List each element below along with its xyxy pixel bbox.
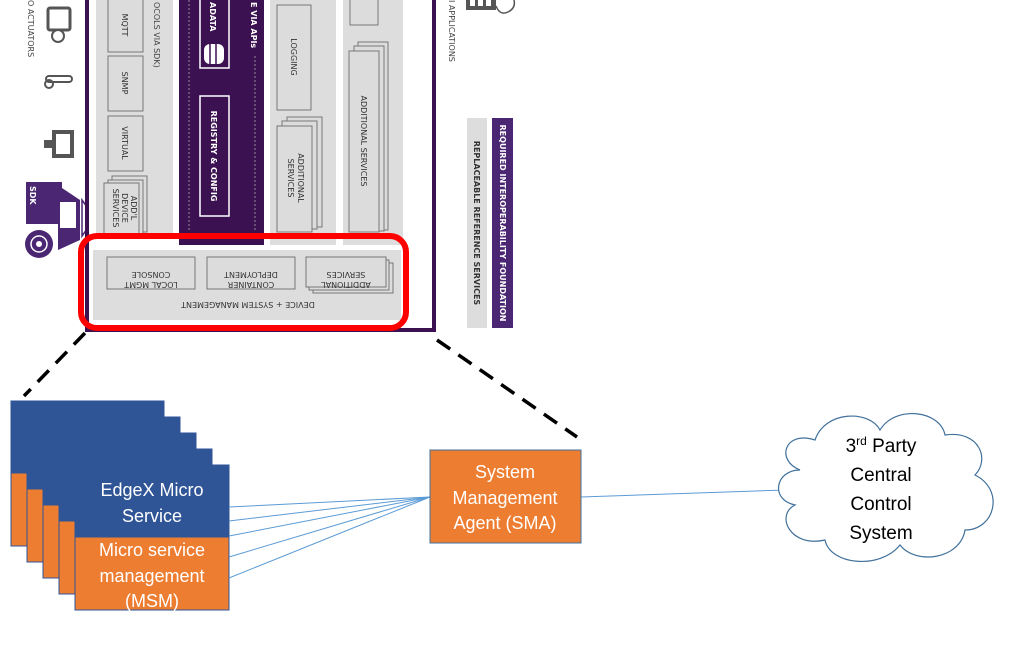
svg-text:ADDITIONAL SERVICES: ADDITIONAL SERVICES bbox=[359, 96, 368, 187]
svg-text:CONTAINER: CONTAINER bbox=[227, 280, 274, 289]
protocols-label: OCOLS VIA SDK) bbox=[152, 2, 161, 68]
svg-text:ADD'L: ADD'L bbox=[129, 196, 138, 221]
svg-text:(MSM): (MSM) bbox=[125, 591, 179, 611]
svg-text:DEPLOYMENT: DEPLOYMENT bbox=[224, 270, 278, 279]
highlight-box bbox=[78, 233, 409, 331]
addl-device-services-box[interactable]: ADD'L DEVICE SERVICES bbox=[103, 175, 148, 236]
additional-services-box-1[interactable]: ADDITIONAL SERVICES bbox=[276, 116, 323, 233]
svg-text:ADATA: ADATA bbox=[208, 2, 217, 32]
svg-text:REQUIRED INTEROPERABILITY FOUN: REQUIRED INTEROPERABILITY FOUNDATION bbox=[498, 125, 507, 322]
svg-text:SNMP: SNMP bbox=[120, 72, 129, 95]
zoom-line-left bbox=[22, 331, 87, 398]
logging-box[interactable]: LOGGING bbox=[276, 4, 312, 111]
svg-text:ADDITIONAL: ADDITIONAL bbox=[321, 280, 371, 289]
sdk-icon: SDK bbox=[25, 182, 96, 258]
svg-text:SERVICES: SERVICES bbox=[111, 189, 120, 228]
svg-text:ADDITIONAL: ADDITIONAL bbox=[296, 153, 305, 203]
svg-text:REGISTRY & CONFIG: REGISTRY & CONFIG bbox=[209, 111, 218, 202]
msm-label: Micro service bbox=[99, 540, 205, 560]
thermometer-icon bbox=[44, 75, 73, 89]
svg-text:LOCAL MGMT: LOCAL MGMT bbox=[124, 280, 178, 289]
svg-text:SERVICES: SERVICES bbox=[327, 270, 366, 279]
virtual-box[interactable]: VIRTUAL bbox=[107, 115, 144, 172]
local-mgmt-console-box[interactable]: LOCAL MGMT CONSOLE bbox=[106, 256, 196, 290]
svg-text:Service: Service bbox=[122, 506, 182, 526]
svg-text:CONSOLE: CONSOLE bbox=[132, 270, 171, 279]
additional-services-mgmt-box[interactable]: ADDITIONAL SERVICES bbox=[305, 256, 394, 294]
additional-services-box-2[interactable]: ADDITIONAL SERVICES bbox=[348, 41, 389, 233]
msm-sma-connectors bbox=[228, 489, 786, 579]
applications-label: I APPLICATIONS bbox=[447, 0, 456, 62]
svg-text:Control: Control bbox=[850, 494, 911, 515]
svg-text:System: System bbox=[849, 523, 912, 544]
database-icon bbox=[204, 44, 224, 64]
sensor-icon bbox=[46, 6, 72, 43]
container-deployment-box[interactable]: CONTAINER DEPLOYMENT bbox=[206, 256, 296, 290]
svg-text:DEVICE: DEVICE bbox=[120, 193, 129, 223]
legend-replaceable: REPLACEABLE REFERENCE SERVICES bbox=[467, 118, 487, 328]
export-box[interactable] bbox=[349, 0, 379, 26]
sdk-label: SDK bbox=[28, 186, 37, 205]
apis-label: E VIA APIs bbox=[249, 2, 258, 48]
svg-text:LOGGING: LOGGING bbox=[289, 38, 298, 75]
registry-config-box[interactable]: REGISTRY & CONFIG bbox=[199, 95, 230, 217]
metadata-box[interactable]: ADATA bbox=[199, 0, 230, 69]
svg-text:3rd Party: 3rd Party bbox=[846, 434, 917, 457]
sma-box[interactable]: System Management Agent (SMA) bbox=[429, 449, 582, 544]
svg-text:VIRTUAL: VIRTUAL bbox=[120, 126, 129, 160]
edgex-micro-service-label: EdgeX Micro bbox=[100, 480, 203, 500]
third-party-cloud[interactable]: 3rd Party Central Control System bbox=[777, 413, 994, 563]
svg-text:REPLACEABLE REFERENCE SERVICES: REPLACEABLE REFERENCE SERVICES bbox=[472, 141, 481, 306]
actuators-label: O ACTUATORS bbox=[26, 0, 35, 57]
sma-cloud-connector bbox=[580, 489, 786, 498]
svg-text:SERVICES: SERVICES bbox=[286, 159, 295, 198]
snmp-box[interactable]: SNMP bbox=[107, 55, 144, 112]
cloud-server-icon bbox=[466, 0, 516, 14]
monitor-icon bbox=[44, 130, 74, 158]
svg-text:management: management bbox=[99, 566, 204, 586]
svg-text:MQTT: MQTT bbox=[120, 14, 129, 37]
svg-text:Management: Management bbox=[452, 488, 557, 508]
zoom-line-right bbox=[436, 338, 578, 439]
svg-text:System: System bbox=[475, 462, 535, 482]
svg-text:Agent (SMA): Agent (SMA) bbox=[453, 513, 556, 533]
microservice-card[interactable]: EdgeX Micro Service Micro service manage… bbox=[74, 464, 230, 611]
system-management-title: DEVICE + SYSTEM MANAGEMENT bbox=[181, 300, 315, 309]
mqtt-box[interactable]: MQTT bbox=[107, 0, 144, 53]
legend-required: REQUIRED INTEROPERABILITY FOUNDATION bbox=[492, 118, 513, 328]
svg-text:Central: Central bbox=[850, 465, 911, 486]
